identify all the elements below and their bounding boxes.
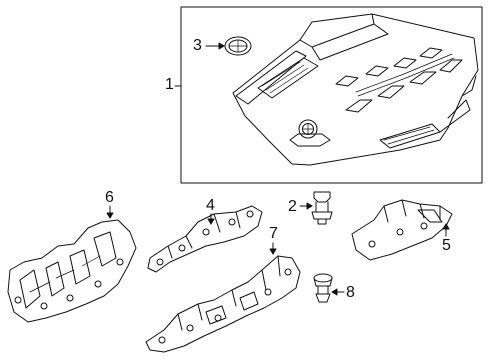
bolt <box>311 191 333 225</box>
callout-3: 3 <box>193 37 202 54</box>
arrow-5 <box>442 223 450 230</box>
arrow-8 <box>331 288 338 296</box>
bracket-7 <box>145 255 301 353</box>
emblem <box>224 36 252 56</box>
callout-4: 4 <box>206 197 215 214</box>
arrow-7 <box>269 248 277 255</box>
arrow-4 <box>207 218 215 225</box>
bracket-6 <box>7 219 137 323</box>
bracket-4 <box>147 205 263 273</box>
bracket-5 <box>351 199 453 261</box>
callout-2: 2 <box>288 198 297 215</box>
callout-5: 5 <box>442 237 451 254</box>
arrow-3 <box>218 42 225 50</box>
callout-8: 8 <box>346 284 355 301</box>
engine-cover <box>232 13 479 166</box>
engine-cover-detail-frame <box>180 6 483 184</box>
callout-6: 6 <box>105 189 114 206</box>
grommet <box>313 273 333 303</box>
arrow-6 <box>106 212 114 219</box>
callout-1: 1 <box>165 76 174 93</box>
arrow-2 <box>306 202 313 210</box>
callout-7: 7 <box>269 225 278 242</box>
